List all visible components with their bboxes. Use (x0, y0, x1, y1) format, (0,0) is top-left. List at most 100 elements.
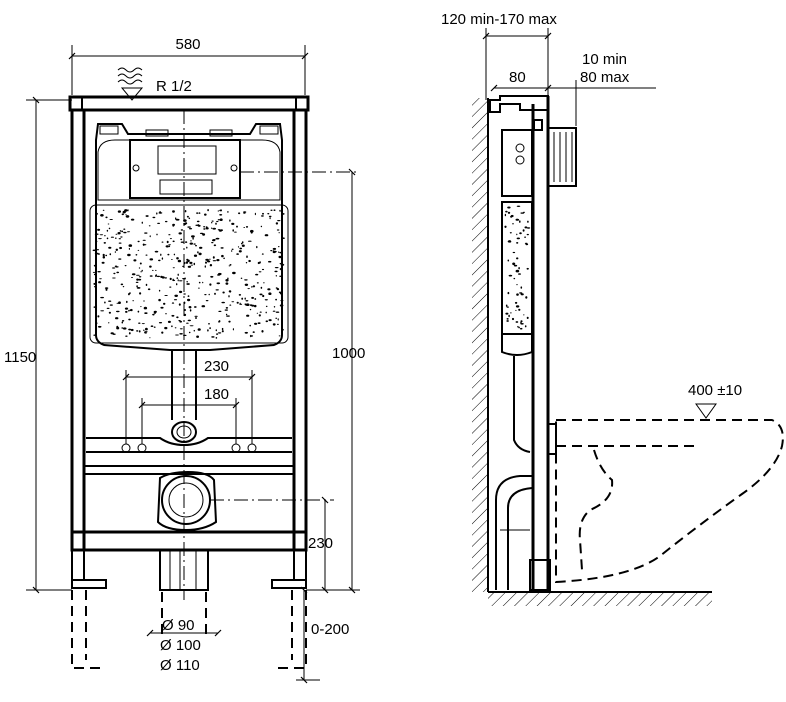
speck (518, 273, 521, 275)
speck (264, 234, 269, 237)
speck (193, 243, 196, 245)
speck (175, 218, 180, 221)
side-view: 120 min-170 max 80 10 min 80 max (441, 11, 784, 606)
speck (127, 209, 129, 212)
speck (524, 236, 526, 238)
speck (516, 233, 518, 236)
speck (227, 211, 229, 213)
speck (158, 289, 161, 292)
speck (120, 236, 123, 238)
speck (225, 307, 229, 309)
speck (178, 320, 181, 322)
speck (199, 246, 203, 249)
speck (236, 253, 240, 255)
toilet-bowl (547, 419, 784, 584)
speck (164, 326, 168, 330)
speck (176, 257, 179, 260)
speck (219, 214, 223, 216)
speck (232, 229, 234, 232)
speck (267, 288, 271, 291)
speck (216, 282, 221, 285)
speck (101, 261, 105, 264)
speck (193, 262, 196, 266)
speck (152, 313, 155, 316)
speck (102, 255, 106, 259)
speck (239, 302, 242, 304)
speck (175, 217, 177, 220)
width-dimension: 580 (68, 36, 309, 95)
speck (108, 322, 110, 324)
water-supply-icon (117, 67, 144, 101)
speck (138, 267, 141, 269)
speck (204, 265, 206, 268)
speck (252, 285, 256, 288)
speck (518, 308, 521, 311)
speck (189, 309, 192, 312)
speck (276, 288, 280, 291)
speck (517, 325, 519, 328)
speck (254, 322, 258, 325)
speck (186, 281, 188, 283)
side-waste-pipe (495, 475, 533, 590)
speck (141, 269, 143, 272)
speck (180, 229, 184, 231)
speck (121, 321, 124, 324)
speck (143, 329, 145, 331)
speck (130, 218, 135, 221)
speck (218, 273, 222, 276)
speck (172, 279, 176, 282)
speck (233, 231, 237, 233)
speck (272, 323, 276, 326)
speck (119, 246, 122, 250)
speck (244, 331, 248, 334)
speck (125, 215, 130, 218)
speck (205, 258, 209, 261)
speck (245, 300, 249, 302)
speck (164, 295, 168, 296)
speck (505, 304, 508, 307)
speck (120, 283, 124, 286)
speck (244, 283, 249, 286)
speck (97, 271, 101, 273)
speck (527, 220, 529, 223)
speck (212, 239, 216, 241)
speck (191, 235, 195, 238)
speck (138, 278, 142, 281)
speck (177, 259, 182, 263)
speck (516, 218, 518, 221)
bolt-outer-label: 230 (204, 358, 229, 375)
speck (145, 283, 148, 286)
speck (167, 320, 171, 323)
speck (260, 225, 263, 228)
speck (511, 317, 515, 321)
speck (153, 310, 157, 313)
speck (148, 225, 151, 227)
speck (264, 299, 268, 301)
panel-max-label: 80 max (580, 69, 630, 86)
speck (279, 262, 283, 265)
speck (261, 268, 265, 271)
speck (189, 306, 192, 309)
speck (209, 258, 211, 260)
speck (95, 240, 98, 243)
speck (97, 228, 101, 231)
speck (107, 223, 110, 225)
speck (100, 296, 104, 299)
wall (472, 98, 712, 606)
speck (187, 259, 190, 263)
speck (274, 270, 278, 273)
speck (203, 226, 206, 228)
speck (128, 318, 131, 321)
speck (118, 258, 122, 260)
speck (272, 250, 275, 252)
speck (172, 278, 175, 280)
speck (112, 277, 116, 279)
speck (176, 277, 179, 279)
adjust-dimension: 0-200 (296, 586, 349, 684)
outlet-height-dimension: 230 (210, 496, 334, 594)
speck (178, 280, 183, 282)
speck (141, 323, 145, 325)
speck (258, 271, 262, 273)
speck (238, 250, 242, 253)
speck (104, 301, 106, 304)
